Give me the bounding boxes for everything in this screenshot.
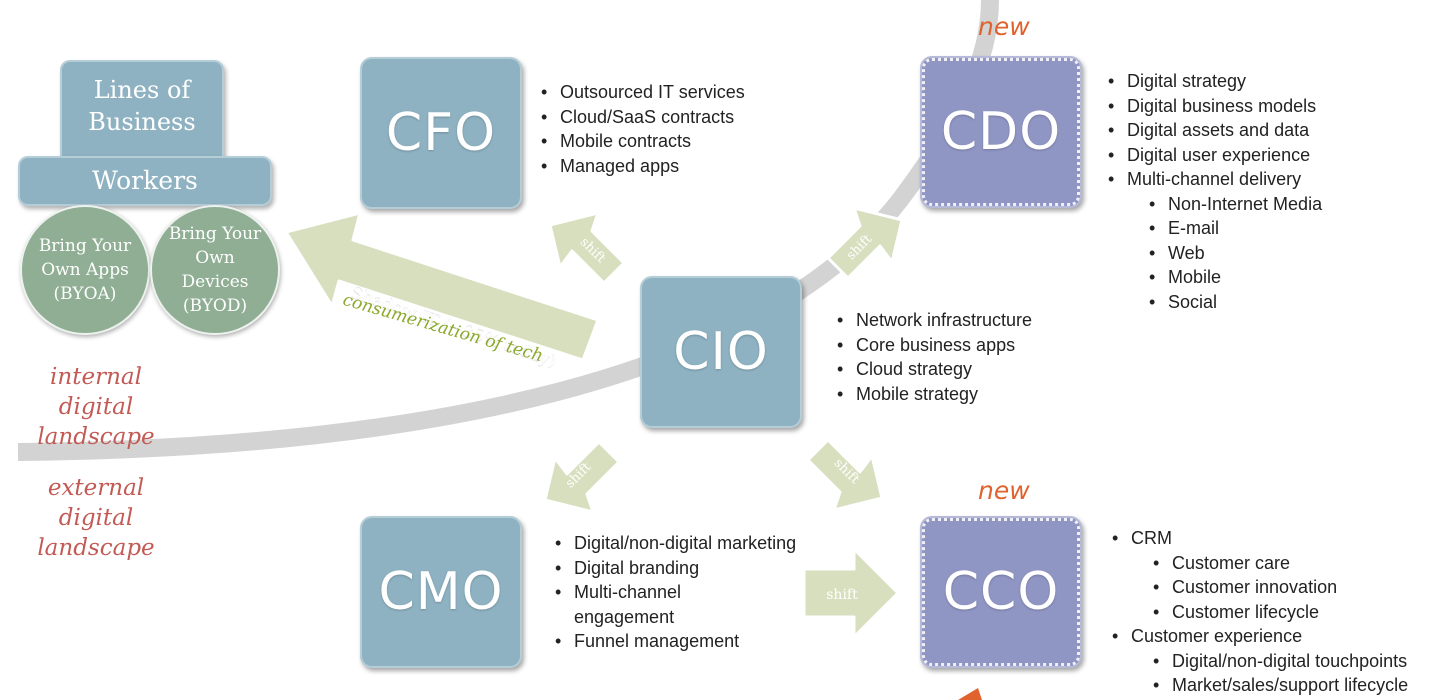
cdo-new-tag: new	[978, 12, 1030, 41]
cco-box: CCO	[920, 516, 1082, 668]
list-item: Funnel management	[555, 629, 827, 654]
list-item: Social	[1149, 290, 1322, 315]
lines-of-business-label: Lines of Business	[88, 76, 196, 136]
shift-arrow-to-cdo: shift	[826, 206, 904, 280]
lines-of-business-box: Lines of Business	[60, 60, 224, 164]
list-item: Market/sales/support lifecycle	[1153, 673, 1408, 698]
shift-arrow-cmo-to-cco: shift	[802, 547, 900, 639]
list-item: Network infrastructure	[837, 308, 1032, 333]
cco-bullet-list: CRM Customer care Customer innovation Cu…	[1112, 526, 1408, 698]
cdo-label: CDO	[940, 102, 1062, 162]
byoa-circle: Bring Your Own Apps (BYOA)	[20, 205, 150, 335]
list-item: Mobile contracts	[541, 129, 745, 154]
bottom-arrow-tip	[958, 688, 982, 700]
cdo-box: CDO	[920, 56, 1082, 208]
cmo-label: CMO	[378, 562, 504, 622]
cfo-box: CFO	[360, 57, 522, 209]
list-item: Customer innovation	[1153, 575, 1408, 600]
cmo-bullet-list: Digital/non-digital marketing Digital br…	[555, 531, 827, 654]
external-landscape-label: external digital landscape	[37, 475, 155, 561]
list-item: Mobile	[1149, 265, 1322, 290]
list-item: Digital branding	[555, 556, 827, 581]
cfo-label: CFO	[385, 103, 497, 163]
cdo-bullet-list: Digital strategy Digital business models…	[1108, 69, 1322, 314]
list-item: Managed apps	[541, 154, 745, 179]
cio-label: CIO	[673, 322, 769, 382]
list-item: Core business apps	[837, 333, 1032, 358]
list-item: Multi-channel engagement	[555, 580, 704, 629]
list-item: Multi-channel delivery	[1108, 167, 1322, 192]
cio-box: CIO	[640, 276, 802, 428]
list-item: Cloud strategy	[837, 357, 1032, 382]
byod-label: Bring Your Own Devices (BYOD)	[168, 224, 262, 316]
list-item: Non-Internet Media	[1149, 192, 1322, 217]
cio-bullet-list: Network infrastructure Core business app…	[837, 308, 1032, 406]
list-item: Digital assets and data	[1108, 118, 1322, 143]
list-item: Customer lifecycle	[1153, 600, 1408, 625]
shift-label-cmo-cco: shift	[826, 587, 858, 603]
list-item: E-mail	[1149, 216, 1322, 241]
list-item: Customer experience	[1112, 624, 1408, 649]
byod-circle: Bring Your Own Devices (BYOD)	[150, 205, 280, 335]
list-item: Cloud/SaaS contracts	[541, 105, 745, 130]
list-item: Digital/non-digital marketing	[555, 531, 827, 556]
workers-label: Workers	[92, 166, 198, 195]
cfo-bullet-list: Outsourced IT services Cloud/SaaS contra…	[541, 80, 745, 178]
list-item: Customer care	[1153, 551, 1408, 576]
shift-arrow-to-cmo: shift	[543, 440, 621, 514]
list-item: Web	[1149, 241, 1322, 266]
shift-arrow-to-cfo: shift	[548, 211, 626, 285]
workers-box: Workers	[18, 156, 272, 206]
cco-new-tag: new	[978, 476, 1030, 505]
cmo-box: CMO	[360, 516, 522, 668]
list-item: Digital/non-digital touchpoints	[1153, 649, 1408, 674]
list-item: Digital business models	[1108, 94, 1322, 119]
byoa-label: Bring Your Own Apps (BYOA)	[38, 236, 132, 304]
internal-landscape-label: internal digital landscape	[37, 364, 155, 450]
list-item: Digital strategy	[1108, 69, 1322, 94]
list-item: Digital user experience	[1108, 143, 1322, 168]
list-item: Outsourced IT services	[541, 80, 745, 105]
shift-arrow-to-cco: shift	[806, 438, 884, 512]
list-item: CRM	[1112, 526, 1408, 551]
list-item: Mobile strategy	[837, 382, 1032, 407]
cco-label: CCO	[942, 562, 1060, 622]
